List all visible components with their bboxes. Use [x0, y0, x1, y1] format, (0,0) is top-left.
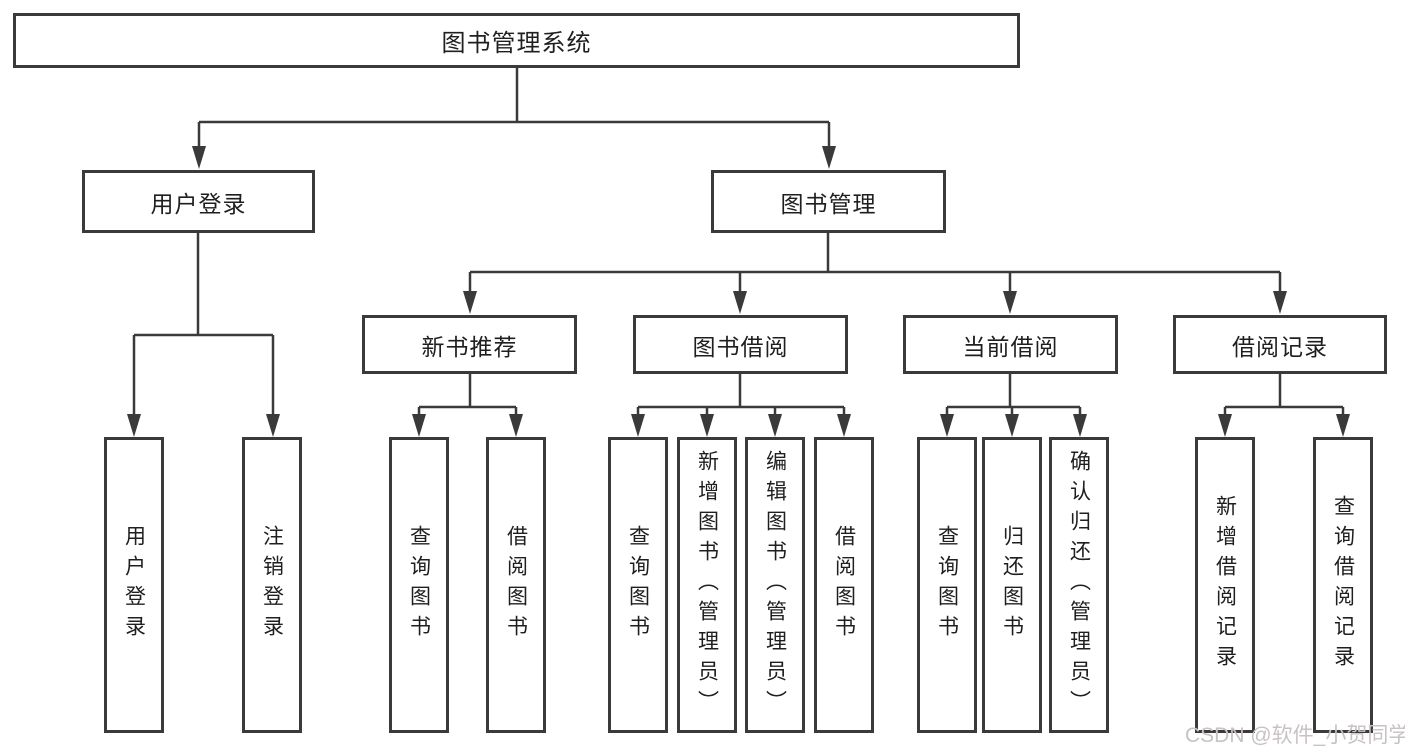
node-label: 新书推荐: [421, 333, 518, 360]
node-current-borrowing: 当前借阅: [903, 315, 1118, 374]
node-book-management: 图书管理: [711, 170, 946, 233]
node-label: 图书管理系统: [441, 30, 592, 57]
leaf-borrow-books-borrowing: 借阅图书: [814, 437, 874, 733]
leaf-label: 新增图书（管理员）: [695, 450, 719, 720]
leaf-label: 查询图书: [407, 525, 431, 645]
leaf-add-books-admin: 新增图书（管理员）: [677, 437, 737, 733]
leaf-borrow-books-recommend: 借阅图书: [486, 437, 546, 733]
arrowhead: [1336, 414, 1350, 437]
leaf-add-borrow-record: 新增借阅记录: [1195, 437, 1255, 733]
node-borrowing-records: 借阅记录: [1173, 315, 1387, 374]
leaf-label: 借阅图书: [832, 525, 856, 645]
arrowhead: [631, 414, 645, 437]
arrowhead: [412, 414, 426, 437]
leaf-logout-login: 注销登录: [242, 437, 302, 733]
leaf-query-books-recommend: 查询图书: [389, 437, 449, 733]
arrowhead: [837, 414, 851, 437]
leaf-confirm-return-admin: 确认归还（管理员）: [1049, 437, 1109, 733]
arrowhead: [509, 414, 523, 437]
node-library-management-system: 图书管理系统: [13, 13, 1020, 68]
arrowhead: [1005, 414, 1019, 437]
leaf-label: 借阅图书: [504, 525, 528, 645]
leaf-return-books: 归还图书: [982, 437, 1042, 733]
arrowhead: [1273, 291, 1287, 314]
node-label: 当前借阅: [962, 333, 1059, 360]
arrowhead: [768, 414, 782, 437]
node-label: 借阅记录: [1232, 333, 1328, 360]
arrowhead: [1003, 291, 1017, 314]
leaf-query-books-borrowing: 查询图书: [608, 437, 668, 733]
leaf-label: 查询图书: [935, 525, 959, 645]
leaf-label: 新增借阅记录: [1213, 495, 1237, 675]
arrowhead: [463, 291, 477, 314]
arrowhead: [192, 146, 206, 169]
leaf-label: 查询图书: [626, 525, 650, 645]
node-new-book-recommendation: 新书推荐: [362, 315, 577, 374]
arrowhead: [1073, 414, 1087, 437]
leaf-label: 确认归还（管理员）: [1067, 450, 1091, 720]
node-label: 图书管理: [780, 190, 877, 217]
arrowhead: [700, 414, 714, 437]
csdn-watermark: CSDN @软件_小贺同学: [1185, 724, 1405, 747]
arrowhead: [733, 291, 747, 314]
arrowhead: [127, 414, 141, 437]
arrowhead: [822, 146, 836, 169]
leaf-edit-books-admin: 编辑图书（管理员）: [745, 437, 805, 733]
arrowhead: [266, 414, 280, 437]
leaf-query-borrow-record: 查询借阅记录: [1313, 437, 1373, 733]
leaf-user-login: 用户登录: [104, 437, 164, 733]
node-user-login: 用户登录: [82, 170, 315, 233]
leaf-query-books-current: 查询图书: [917, 437, 977, 733]
node-label: 图书借阅: [692, 333, 789, 360]
leaf-label: 用户登录: [122, 525, 146, 645]
arrowhead: [1218, 414, 1232, 437]
leaf-label: 编辑图书（管理员）: [763, 450, 787, 720]
leaf-label: 注销登录: [260, 525, 284, 645]
node-label: 用户登录: [150, 190, 247, 217]
arrowhead: [940, 414, 954, 437]
leaf-label: 归还图书: [1000, 525, 1024, 645]
leaf-label: 查询借阅记录: [1331, 495, 1355, 675]
node-book-borrowing: 图书借阅: [633, 315, 848, 374]
